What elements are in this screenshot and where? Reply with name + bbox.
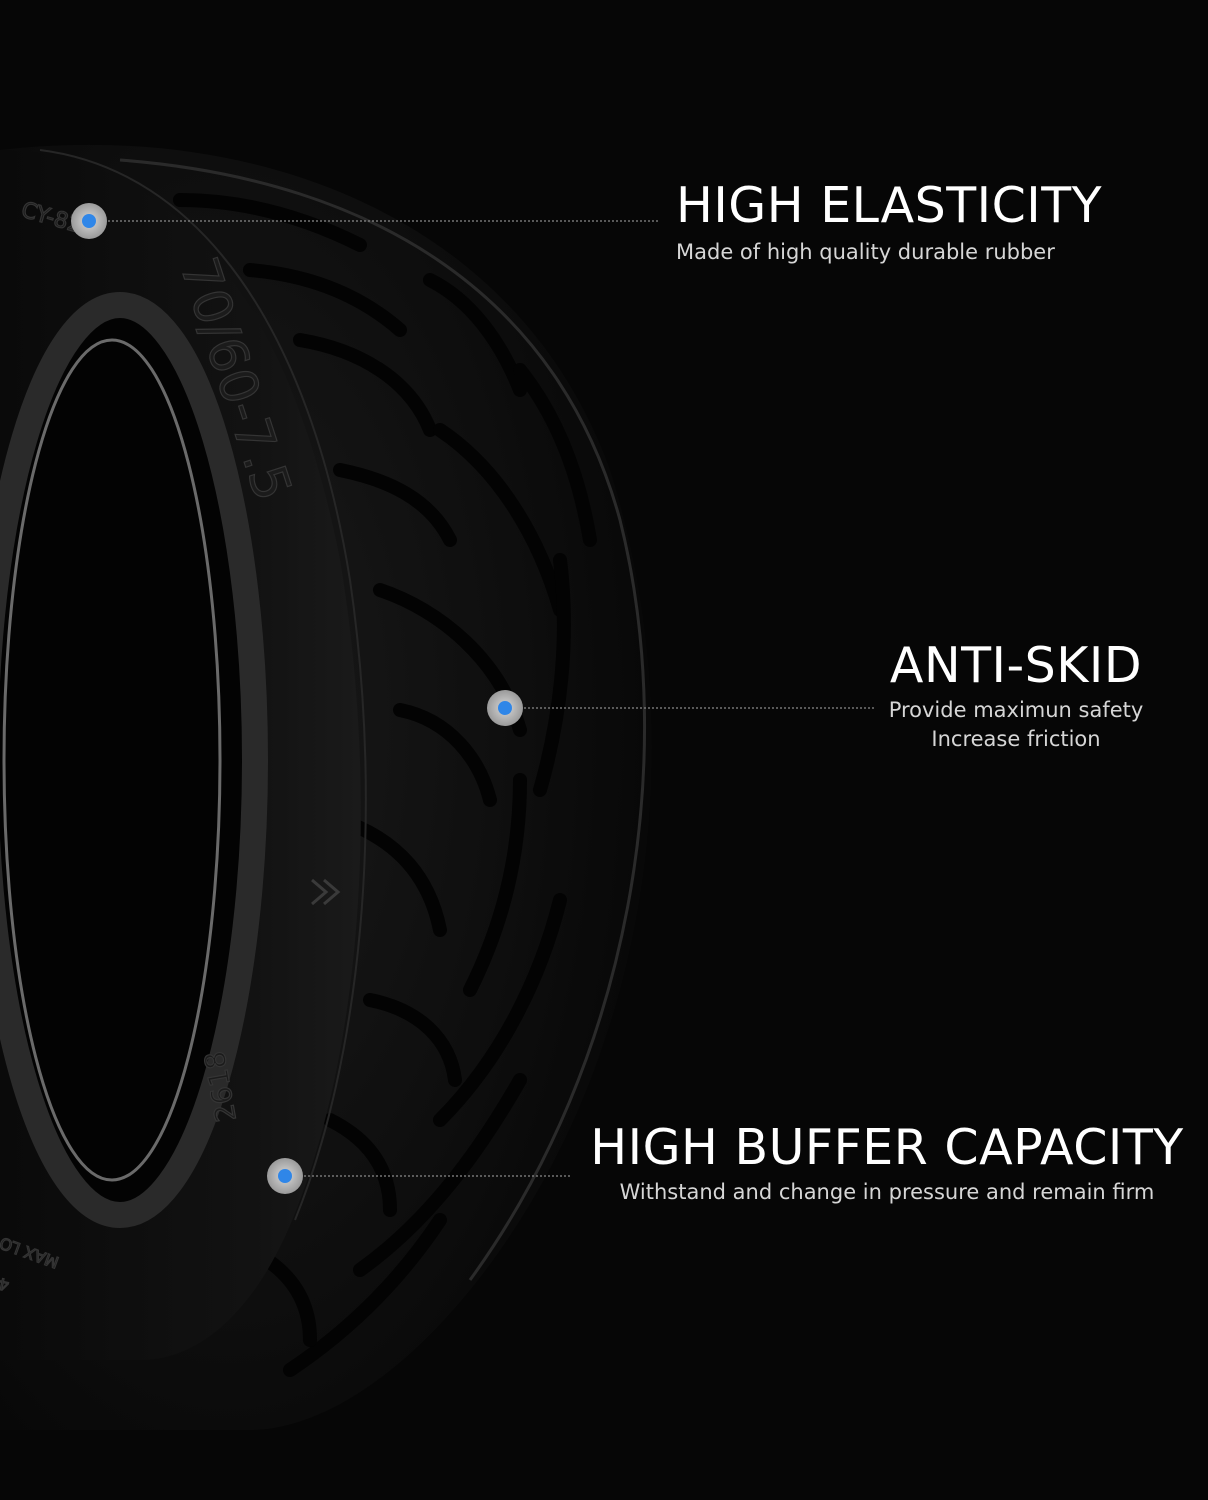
feature-title: HIGH BUFFER CAPACITY bbox=[590, 1119, 1184, 1176]
tread-edge-highlight bbox=[119, 158, 647, 1281]
rim-opening bbox=[0, 305, 255, 1215]
feature-description: Increase friction bbox=[931, 727, 1101, 751]
rim-bead-inner bbox=[2, 338, 222, 1182]
callout-dot-icon bbox=[487, 690, 523, 726]
feature-high-elasticity: HIGH ELASTICITY Made of high quality dur… bbox=[676, 176, 1102, 267]
sidewall-edge bbox=[39, 149, 367, 1221]
sidewall-arrow-icon bbox=[311, 878, 341, 906]
feature-description: Withstand and change in pressure and rem… bbox=[619, 1180, 1155, 1204]
feature-title: ANTI-SKID bbox=[889, 637, 1143, 694]
feature-title: HIGH ELASTICITY bbox=[676, 177, 1103, 234]
feature-description: Made of high quality durable rubber bbox=[676, 240, 1055, 264]
feature-high-buffer-capacity: HIGH BUFFER CAPACITY Withstand and chang… bbox=[580, 1118, 1194, 1207]
callout-dot-icon bbox=[71, 203, 107, 239]
sidewall-ply-marking: 4 PLY RA bbox=[0, 1262, 11, 1295]
feature-description: Provide maximun safety bbox=[888, 698, 1144, 722]
feature-anti-skid: ANTI-SKID Provide maximun safety Increas… bbox=[860, 636, 1172, 754]
rim-bead-outer bbox=[0, 292, 268, 1228]
callout-dot-icon bbox=[267, 1158, 303, 1194]
